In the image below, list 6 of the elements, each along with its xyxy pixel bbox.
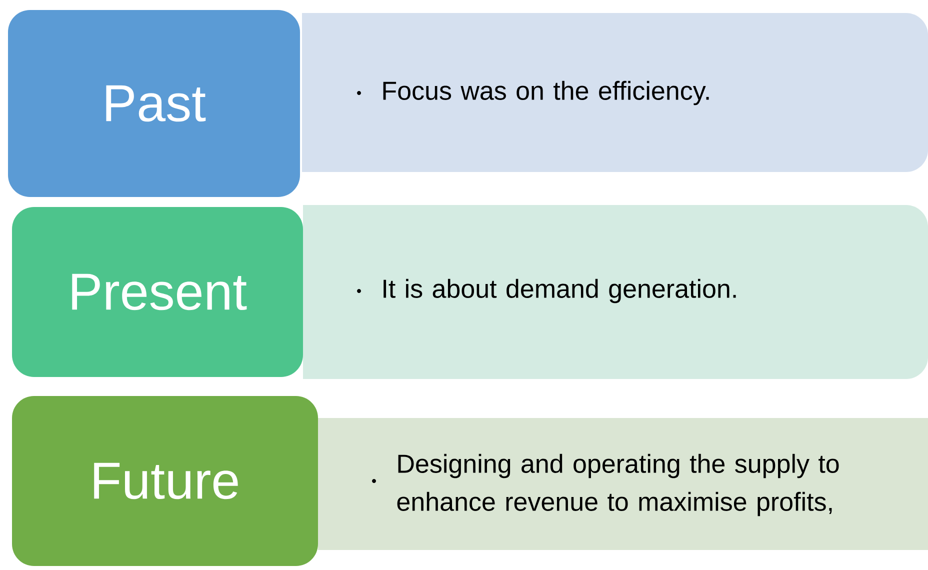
description-text: Designing and operating the supply to enhance revenue to maximise profits, [397, 454, 839, 516]
description-text: It is about demand generation. [384, 278, 736, 304]
description-text: Focus was on the efficiency. [383, 80, 709, 106]
stage-box: Present [12, 207, 303, 377]
stage-box: Future [12, 396, 318, 566]
stage-box: Past [8, 10, 300, 197]
